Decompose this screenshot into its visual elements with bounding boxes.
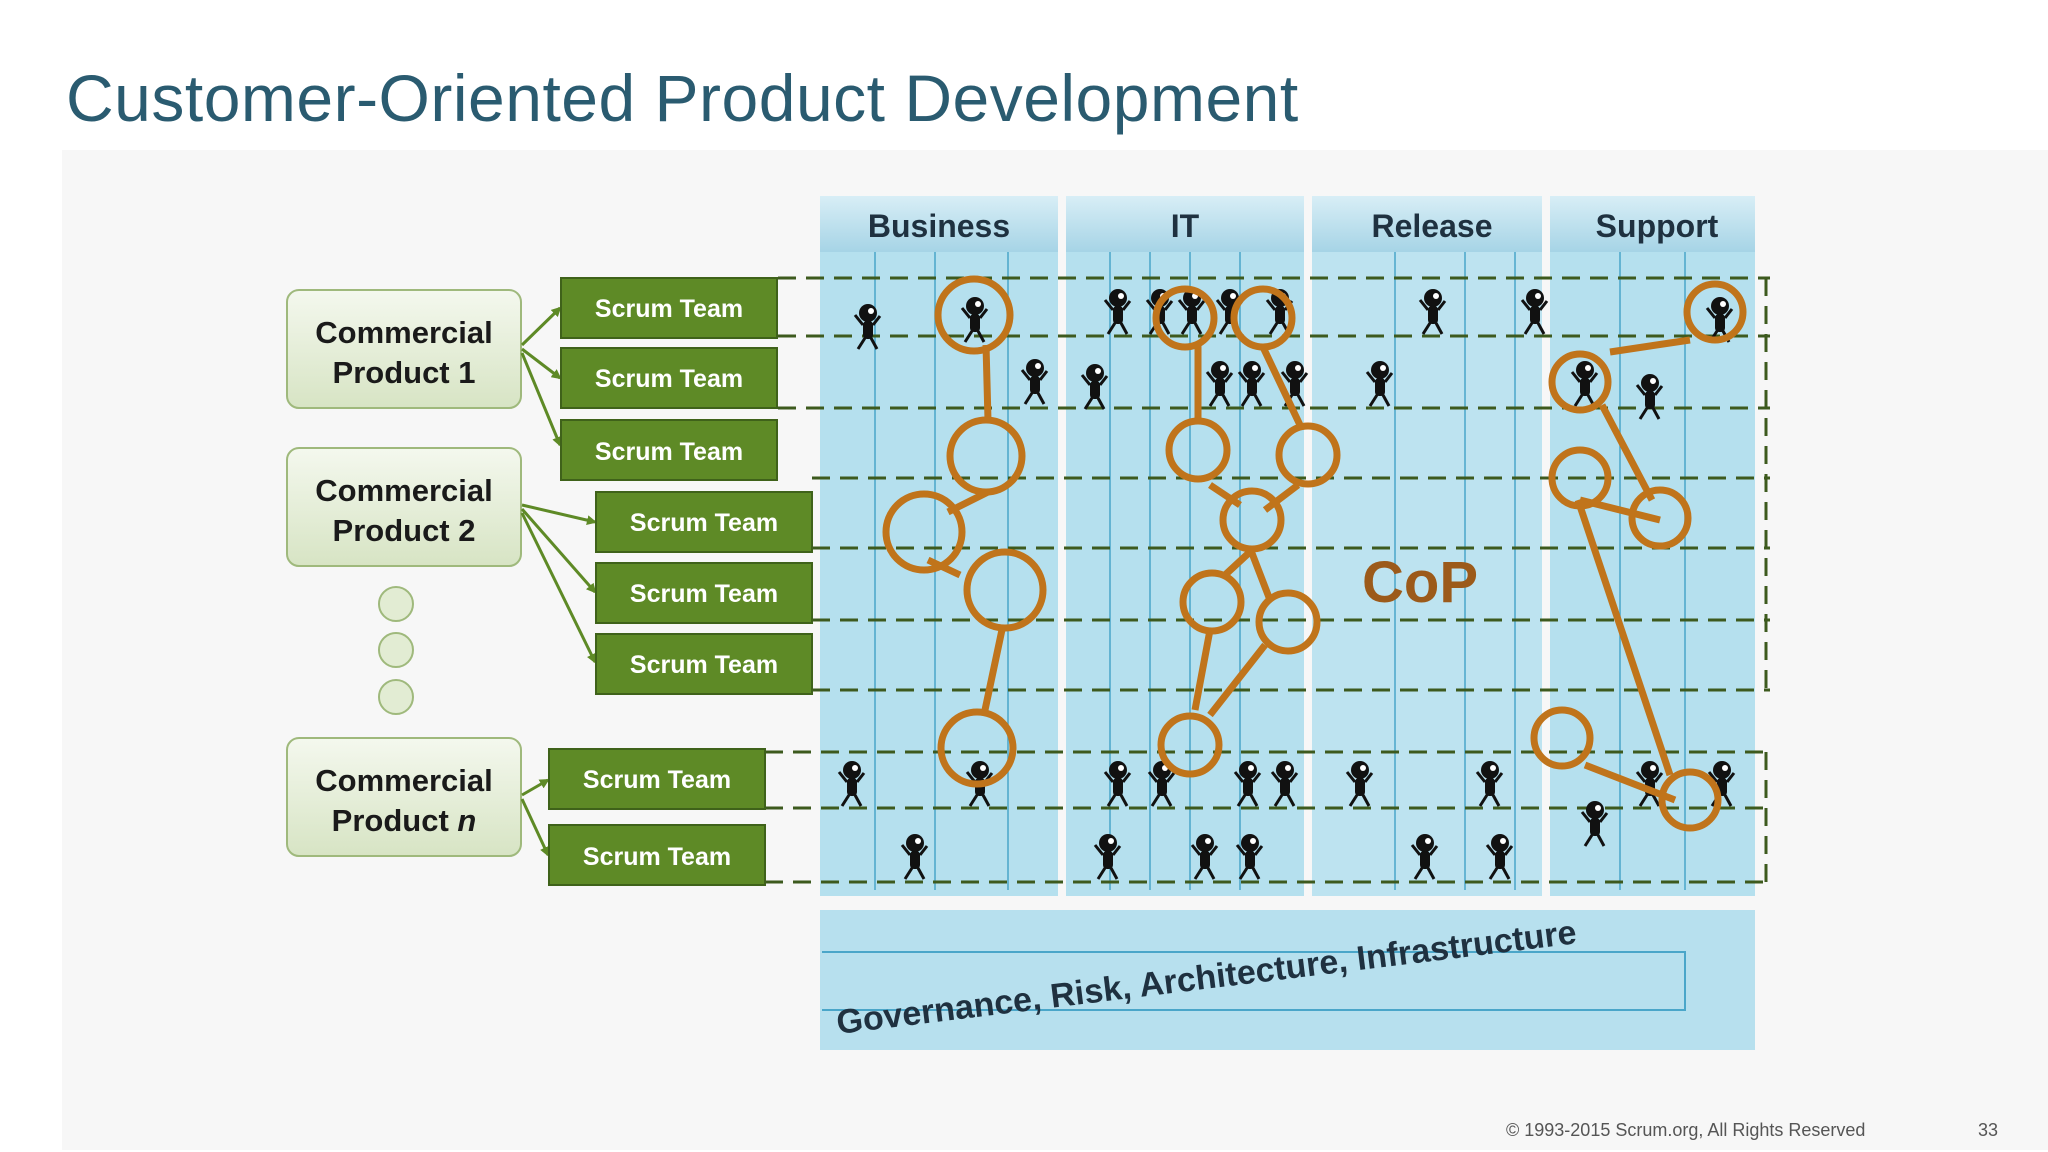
scrum-team-box-1: Scrum Team xyxy=(560,277,778,339)
copyright-text: © 1993-2015 Scrum.org, All Rights Reserv… xyxy=(1506,1120,1866,1140)
ellipsis-dots xyxy=(378,586,414,715)
product-box-1: Commercial Product 1 xyxy=(286,289,522,409)
scrum-team-label-6: Scrum Team xyxy=(630,651,778,679)
cop-network-business xyxy=(882,275,1047,788)
scrum-team-label-4: Scrum Team xyxy=(630,509,778,537)
cop-network-it xyxy=(1152,285,1341,778)
scrum-team-label-7: Scrum Team xyxy=(583,766,731,794)
scrum-team-box-4: Scrum Team xyxy=(595,491,813,553)
product-2-line2: Product 2 xyxy=(333,513,476,548)
column-header-support: Support xyxy=(1596,208,1719,244)
product-box-2: Commercial Product 2 xyxy=(286,447,522,567)
cop-label: CoP xyxy=(1362,550,1478,615)
scrum-team-label-1: Scrum Team xyxy=(595,295,743,323)
scrum-team-label-3: Scrum Team xyxy=(595,438,743,466)
scrum-team-box-3: Scrum Team xyxy=(560,419,778,481)
slide-title: Customer-Oriented Product Development xyxy=(66,61,1299,135)
governance-bar xyxy=(820,910,1755,1050)
product-2-line1: Commercial xyxy=(315,473,492,508)
scrum-team-label-8: Scrum Team xyxy=(583,843,731,871)
column-header-it: IT xyxy=(1171,208,1200,244)
product-box-n: Commercial Product n xyxy=(286,737,522,857)
vertical-gridlines xyxy=(874,252,1686,890)
product-n-line2: Product n xyxy=(332,803,477,838)
column-header-business: Business xyxy=(868,208,1010,244)
scrum-team-label-5: Scrum Team xyxy=(630,580,778,608)
scrum-team-box-7: Scrum Team xyxy=(548,748,766,810)
product-1-line1: Commercial xyxy=(315,315,492,350)
product-1-line2: Product 1 xyxy=(333,355,476,390)
cop-network-support xyxy=(1530,280,1747,832)
column-header-release: Release xyxy=(1372,208,1493,244)
page-number: 33 xyxy=(1978,1120,1999,1140)
product-n-line1: Commercial xyxy=(315,763,492,798)
scrum-team-box-8: Scrum Team xyxy=(548,824,766,886)
product-team-arrows xyxy=(520,306,597,857)
scrum-team-box-2: Scrum Team xyxy=(560,347,778,409)
scrum-team-box-6: Scrum Team xyxy=(595,633,813,695)
column-release xyxy=(1312,196,1542,896)
scrum-team-box-5: Scrum Team xyxy=(595,562,813,624)
scrum-team-label-2: Scrum Team xyxy=(595,365,743,393)
